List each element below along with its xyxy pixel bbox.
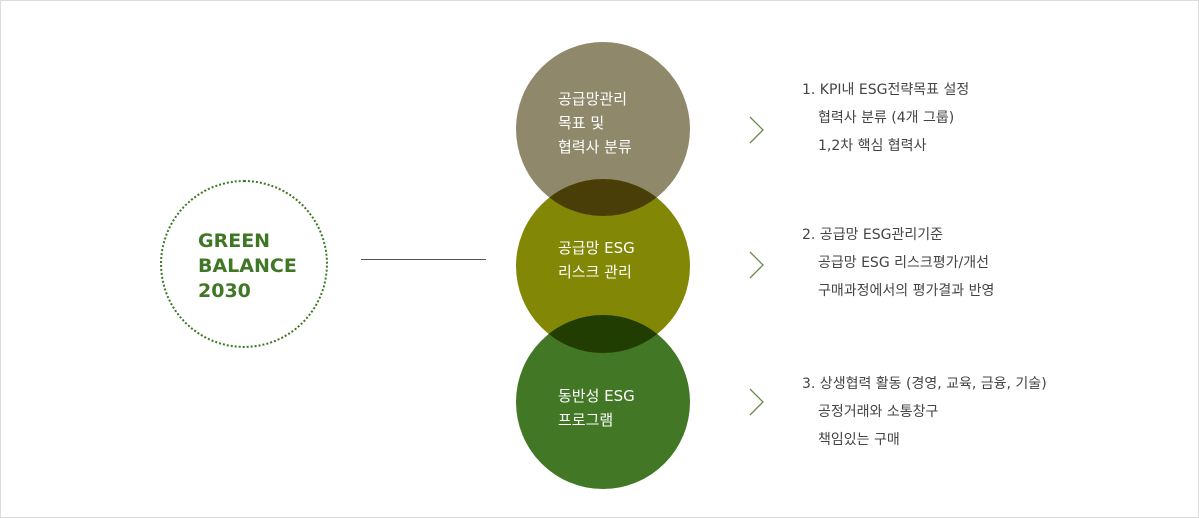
description-1: 1. KPI내 ESG전략목표 설정 협력사 분류 (4개 그룹) 1,2차 핵… — [802, 76, 969, 160]
circle-1-label: 공급망관리 목표 및 협력사 분류 — [558, 87, 632, 159]
hub-title: GREEN BALANCE 2030 — [198, 229, 297, 304]
circle-2-label: 공급망 ESG 리스크 관리 — [558, 236, 635, 284]
circle-supply-risk — [516, 179, 690, 353]
circle-3-line-1: 동반성 ESG — [558, 387, 635, 405]
description-1-sub-1: 협력사 분류 (4개 그룹) — [818, 110, 955, 126]
description-1-title: 1. KPI내 ESG전략목표 설정 — [802, 82, 970, 98]
green-balance-hub — [160, 180, 328, 348]
circle-2-line-1: 공급망 ESG — [558, 239, 635, 257]
circle-partner-program — [516, 315, 690, 489]
description-3-sub-2: 책임있는 구매 — [818, 432, 900, 448]
hub-line-3: 2030 — [198, 280, 251, 302]
description-2-sub-1: 공급망 ESG 리스크평가/개선 — [818, 255, 989, 271]
chevron-right-icon — [749, 116, 764, 144]
description-2-title: 2. 공급망 ESG관리기준 — [802, 227, 943, 243]
description-2-sub-2: 구매과정에서의 평가결과 반영 — [818, 283, 995, 299]
hub-line-2: BALANCE — [198, 255, 297, 277]
hub-line-1: GREEN — [198, 230, 271, 252]
description-3-title: 3. 상생협력 활동 (경영, 교육, 금융, 기술) — [802, 376, 1047, 392]
description-3-sub-1: 공정거래와 소통창구 — [818, 404, 939, 420]
circle-1-line-1: 공급망관리 — [558, 90, 628, 108]
chevron-right-icon — [749, 388, 764, 416]
circle-supply-goal — [516, 42, 690, 216]
circle-1-line-2: 목표 및 — [558, 114, 605, 132]
circle-2-line-2: 리스크 관리 — [558, 263, 632, 281]
circle-1-line-3: 협력사 분류 — [558, 138, 632, 156]
description-1-sub-2: 1,2차 핵심 협력사 — [818, 138, 927, 154]
connector-line — [361, 259, 486, 260]
description-3: 3. 상생협력 활동 (경영, 교육, 금융, 기술) 공정거래와 소통창구 책… — [802, 370, 1047, 454]
circle-3-line-2: 프로그램 — [558, 411, 614, 429]
description-2: 2. 공급망 ESG관리기준 공급망 ESG 리스크평가/개선 구매과정에서의 … — [802, 221, 994, 305]
chevron-right-icon — [749, 251, 764, 279]
circle-3-label: 동반성 ESG 프로그램 — [558, 384, 635, 432]
